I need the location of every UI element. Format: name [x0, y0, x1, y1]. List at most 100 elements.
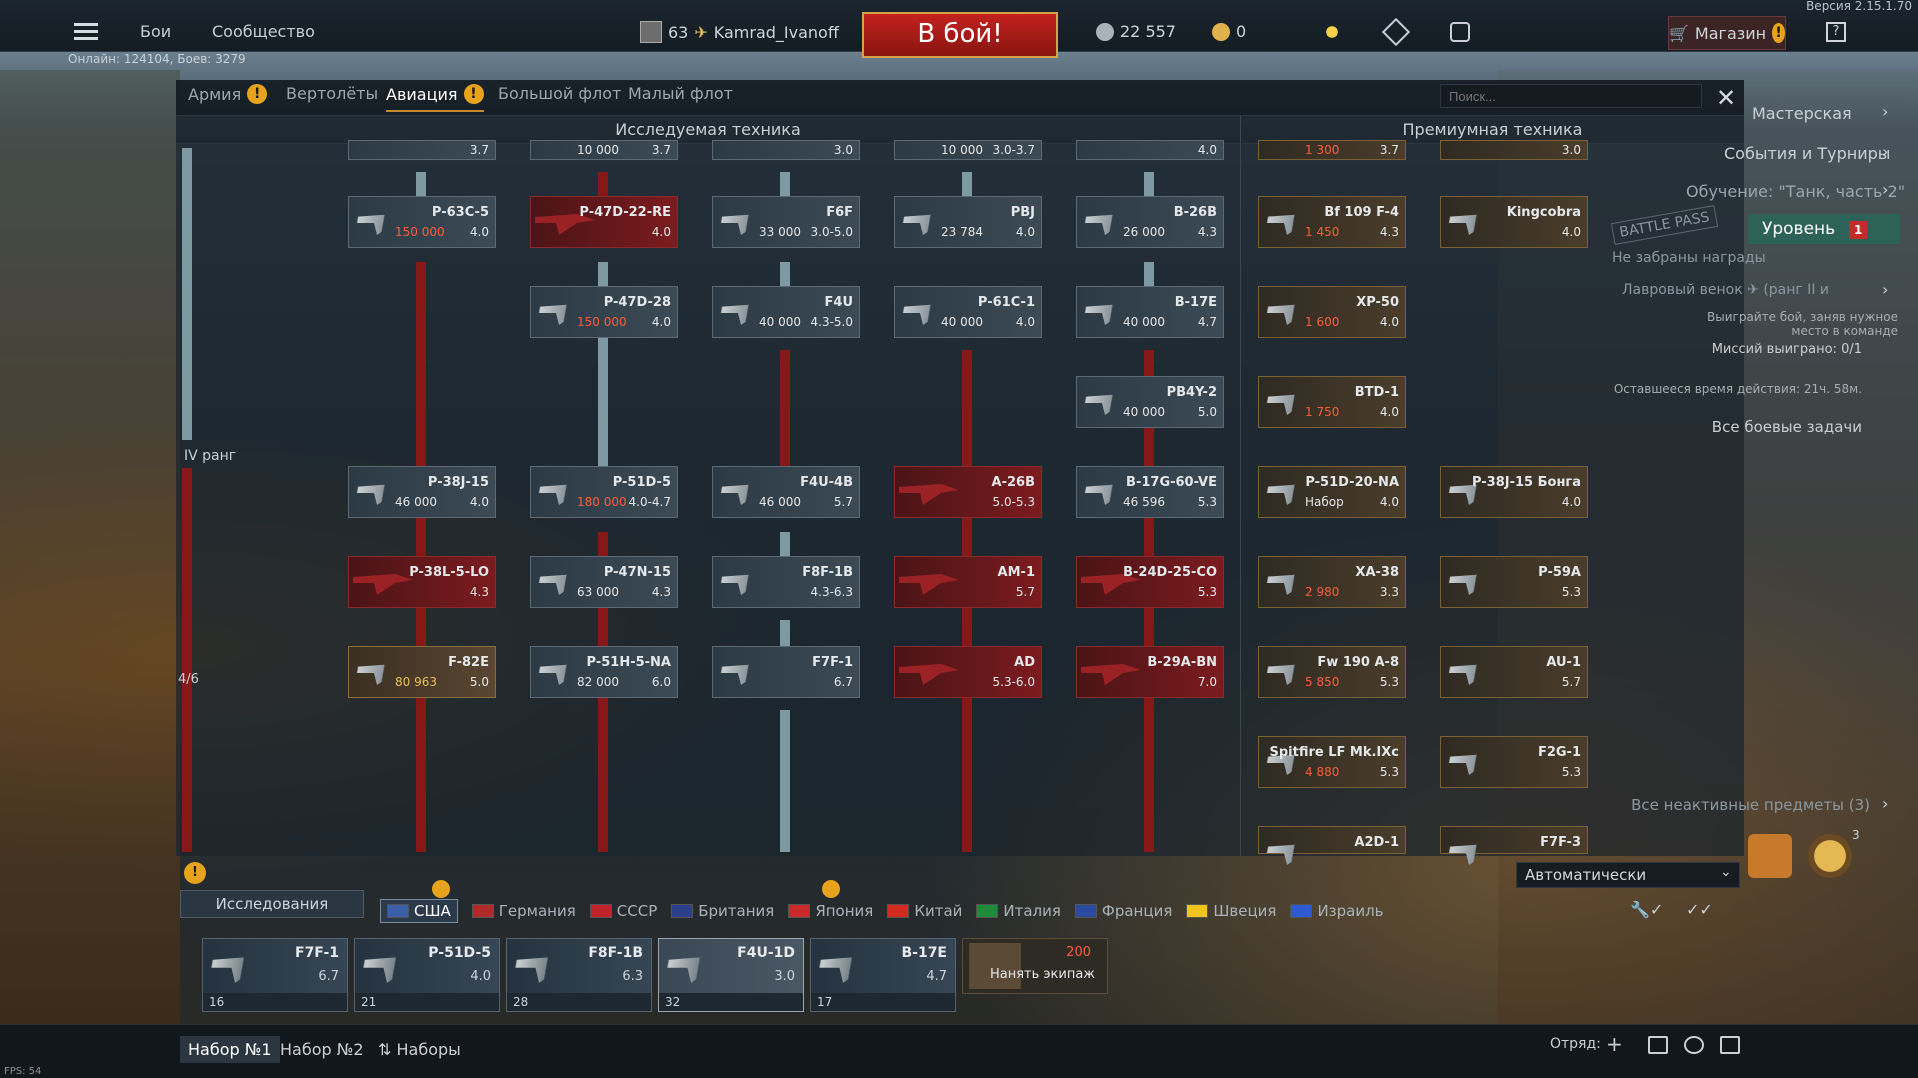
hire-crew-button[interactable]: 200 Нанять экипаж: [962, 938, 1108, 994]
add-squad-icon[interactable]: +: [1606, 1032, 1623, 1056]
nation-tab[interactable]: Франция: [1074, 902, 1172, 920]
medal-item-icon[interactable]: [1808, 834, 1852, 878]
premium-vehicle-card[interactable]: A2D-1: [1258, 826, 1406, 865]
tab-aviation[interactable]: Авиация!: [386, 84, 484, 112]
repair-all-icon[interactable]: 🔧✓: [1630, 900, 1664, 919]
tutorial-link[interactable]: Обучение: "Танк, часть 2": [1686, 182, 1906, 201]
tab-bluewater-fleet[interactable]: Большой флот: [498, 84, 621, 103]
vehicle-card[interactable]: 3.0: [712, 140, 860, 160]
preset-select[interactable]: Автоматически: [1516, 862, 1740, 888]
preset-1[interactable]: Набор №1: [180, 1036, 280, 1063]
chevron-right-icon[interactable]: ›: [1882, 280, 1889, 299]
nav-battles[interactable]: Бои: [140, 22, 172, 41]
nation-tab[interactable]: Италия: [976, 902, 1061, 920]
workshop-link[interactable]: Мастерская: [1752, 104, 1852, 123]
chevron-right-icon[interactable]: ›: [1882, 142, 1889, 161]
chevron-right-icon[interactable]: ›: [1882, 180, 1889, 199]
tab-coastal-fleet[interactable]: Малый флот: [628, 84, 733, 103]
nation-tab[interactable]: СССР: [589, 902, 657, 920]
nation-tab[interactable]: Британия: [671, 902, 774, 920]
presets-button[interactable]: ⇅ Наборы: [378, 1040, 461, 1059]
menu-icon[interactable]: [74, 23, 98, 41]
chevron-right-icon[interactable]: ›: [1882, 794, 1889, 813]
search-input[interactable]: [1440, 84, 1702, 108]
golden-eagles[interactable]: 0: [1212, 22, 1246, 41]
to-battle-button[interactable]: В бой!: [862, 12, 1058, 58]
buy-all-ammo-icon[interactable]: ✓✓: [1686, 900, 1713, 919]
nation-tab[interactable]: Китай: [887, 902, 962, 920]
mail-icon[interactable]: [1720, 1036, 1740, 1054]
nation-tab[interactable]: США: [380, 899, 458, 923]
decal-item-icon[interactable]: [1748, 834, 1792, 878]
chevron-down-icon[interactable]: ⌄: [1720, 864, 1732, 880]
help-icon[interactable]: ?: [1826, 22, 1846, 42]
events-link[interactable]: События и Турниры: [1724, 144, 1891, 163]
warning-icon[interactable]: !: [184, 862, 206, 884]
chevron-right-icon[interactable]: ›: [1882, 102, 1889, 121]
contacts-icon[interactable]: [1684, 1036, 1704, 1054]
coupon-icon[interactable]: [1450, 22, 1470, 42]
laurel-task[interactable]: Лавровый венок ✈ (ранг II и: [1622, 282, 1830, 298]
nav-community[interactable]: Сообщество: [212, 22, 315, 41]
lightbulb-icon[interactable]: [1322, 22, 1342, 42]
nation-tab[interactable]: Израиль: [1290, 902, 1384, 920]
nation-tab[interactable]: Япония: [788, 902, 873, 920]
vehicle-card[interactable]: 3.7: [348, 140, 496, 160]
nation-tab[interactable]: Германия: [471, 902, 576, 920]
premium-vehicle-card[interactable]: F7F-3: [1440, 826, 1588, 865]
research-button[interactable]: Исследования: [180, 890, 364, 918]
vehicle-card[interactable]: 3.0: [1440, 140, 1588, 160]
shop-button[interactable]: 🛒Магазин!: [1668, 16, 1786, 50]
tab-helicopters[interactable]: Вертолёты: [286, 84, 378, 103]
tab-army[interactable]: Армия!: [188, 84, 268, 104]
vehicle-card[interactable]: 4.0: [1076, 140, 1224, 160]
list-icon[interactable]: [1648, 1036, 1668, 1054]
nation-tab[interactable]: Швеция: [1186, 902, 1276, 920]
inactive-items-link[interactable]: Все неактивные предметы (3): [1631, 796, 1870, 814]
